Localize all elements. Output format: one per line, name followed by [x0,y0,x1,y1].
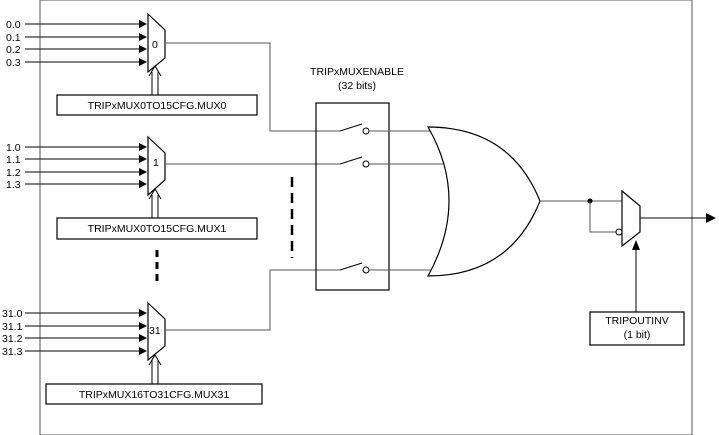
mux-0-group: 0.0 0.1 0.2 0.3 0 TRIPxMUX0TO15CFG.MUX0 [6,12,258,116]
enable-switch-0-contact [362,127,370,135]
mux1-select-register-label: TRIPxMUX0TO15CFG.MUX1 [88,223,227,235]
mux-0-shape [147,12,166,74]
mux1-input-3-label: 1.3 [6,179,21,191]
enable-switch-1-contact [362,160,370,168]
mux0-select-register-label: TRIPxMUX0TO15CFG.MUX0 [88,100,227,112]
mux-0-label: 0 [152,39,158,51]
mux0-input-2-label: 0.2 [6,44,21,56]
mux31-input-3-label: 31.3 [2,346,23,358]
inverter-bubble [615,228,623,236]
mux31-select-arrow [148,354,162,384]
mux-1-shape [147,135,166,197]
invert-select-arrowhead [632,240,640,250]
mux0-input-0-label: 0.0 [6,19,21,31]
enable-switch-1 [339,156,363,165]
enable-switch-0 [339,123,363,132]
mux0-input-3-label: 0.3 [6,57,21,69]
mux31-output-wire [165,269,340,331]
mux0-output-wire [165,42,340,132]
enable-block-group: TRIPxMUXENABLE (32 bits) [310,66,450,291]
mux1-select-register-box [56,217,258,240]
mux31-select-register-label: TRIPxMUX16TO31CFG.MUX31 [79,389,230,401]
trip-output-arrowhead [706,213,716,223]
mux31-input-2-label: 31.2 [2,333,23,345]
mux0-input-1-label: 0.1 [6,32,21,44]
mux31-input-1-label: 31.1 [2,321,23,333]
mux0-select-register-box [56,94,258,116]
mux1-select-arrow [148,188,162,218]
enable-switch-31 [339,262,363,271]
mux-1-group: 1.0 1.1 1.2 1.3 1 TRIPxMUX0TO15CFG.MUX1 [6,135,258,240]
mux1-input-1-label: 1.1 [6,154,21,166]
inverted-path-wire [589,201,616,233]
enable-block-name: TRIPxMUXENABLE [310,66,404,78]
mux1-input-2-label: 1.2 [6,167,21,179]
mux31-input-0-label: 31.0 [2,308,23,320]
mux1-input-0-label: 1.0 [6,142,21,154]
mux-1-label: 1 [153,157,159,169]
invert-block-name: TRIPOUTINV [605,315,669,327]
invert-register-box [589,311,685,346]
mux0-select-arrow [148,65,162,95]
mux-31-label: 31 [149,325,161,337]
enable-register-box [315,102,390,291]
mux-31-group: 31.0 31.1 31.2 31.3 31 TRIPxMUX16TO31CFG… [2,301,263,405]
enable-block-width: (32 bits) [338,80,376,92]
mux31-select-register-box [45,383,263,405]
mux-31-shape [147,301,166,362]
invert-block-width: (1 bit) [624,329,651,341]
output-mux-shape [621,189,641,248]
enable-switch-31-contact [362,266,370,274]
or-gate [426,126,541,277]
